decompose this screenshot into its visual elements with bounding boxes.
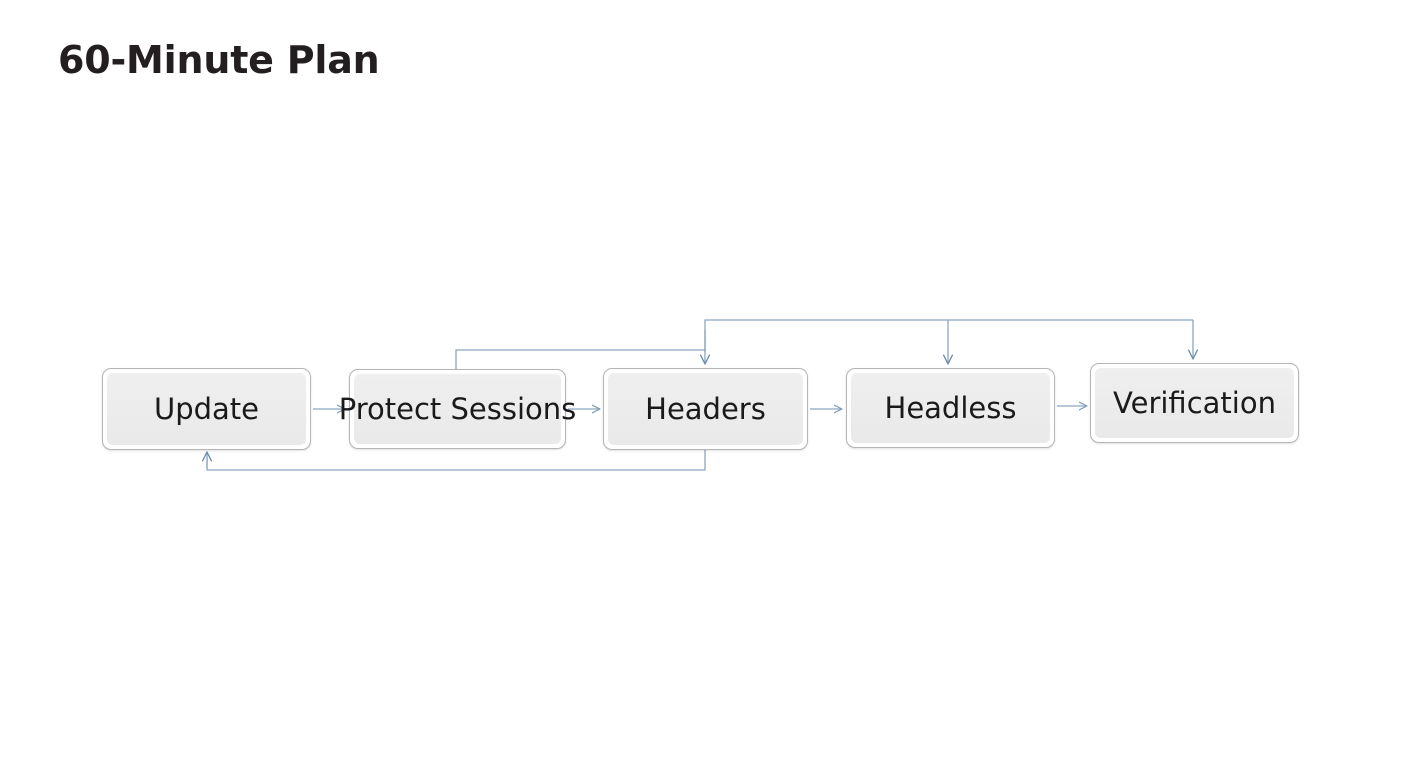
edge-protect-sessions-to-headers-routed (455, 349, 705, 369)
node-headers-label: Headers (645, 391, 766, 426)
node-update[interactable]: Update (102, 368, 311, 450)
node-update-body: Update (107, 373, 306, 445)
node-headless[interactable]: Headless (846, 368, 1055, 448)
node-protect-sessions-label: Protect Sessions (338, 391, 577, 426)
node-headless-label: Headless (884, 390, 1017, 425)
node-verification[interactable]: Verification (1090, 363, 1299, 443)
node-verification-label: Verification (1113, 385, 1276, 420)
edge-bus-top (704, 319, 1193, 352)
node-protect-sessions[interactable]: Protect Sessions (339, 369, 576, 449)
node-headers-body: Headers (608, 373, 803, 445)
node-verification-body: Verification (1095, 368, 1294, 438)
page-title: 60-Minute Plan (58, 38, 380, 82)
node-headers[interactable]: Headers (603, 368, 808, 450)
node-protect-sessions-body: Protect Sessions (339, 374, 576, 444)
node-update-label: Update (153, 391, 260, 426)
edge-headers-to-update-feedback (206, 450, 706, 471)
node-headless-body: Headless (851, 373, 1050, 443)
